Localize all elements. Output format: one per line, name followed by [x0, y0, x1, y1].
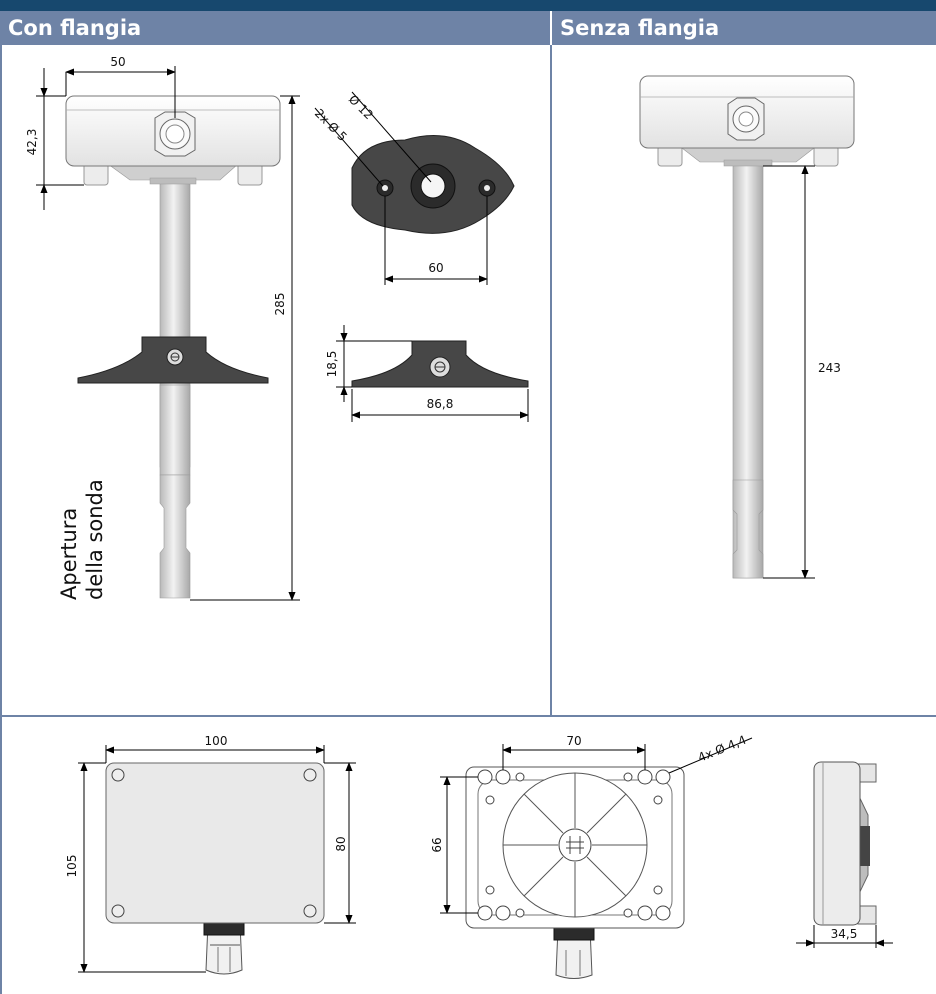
header-without-flange: Senza flangia	[552, 11, 936, 45]
dim-holes-2x-dia5: 2x Ø 5	[312, 106, 350, 144]
housing-rear-view	[465, 766, 685, 979]
dim-holes-4x-dia4-4: 4x Ø 4,4	[696, 733, 748, 765]
dimensions-right	[763, 165, 815, 579]
side-view-dims	[796, 925, 893, 948]
housing-side-view	[813, 761, 877, 926]
dim-hole-spacing-66: 66	[430, 837, 444, 852]
dim-flange-width-86-8: 86,8	[427, 397, 454, 411]
top-title-bar	[0, 0, 936, 11]
dim-width-50: 50	[110, 55, 125, 69]
flange-side-dims	[336, 325, 529, 422]
dim-dia-12: Ø 12	[346, 92, 376, 122]
dim-depth-34-5: 34,5	[831, 927, 858, 941]
probe-opening-label-1: Apertura	[57, 508, 81, 600]
dim-box-height-105: 105	[65, 855, 79, 878]
dim-spacing-60: 60	[428, 261, 443, 275]
dim-box-height-80: 80	[334, 836, 348, 851]
front-view-dims	[78, 745, 356, 973]
probe-opening-label-2: della sonda	[83, 479, 107, 600]
flange-top-dims	[314, 91, 488, 285]
dim-height-42-3: 42,3	[25, 129, 39, 156]
sensor-with-flange	[65, 95, 281, 599]
dim-length-285: 285	[273, 293, 287, 316]
table-grid	[0, 45, 936, 994]
header-with-flange: Con flangia	[0, 11, 550, 45]
dim-flange-height-18-5: 18,5	[325, 351, 339, 378]
sensor-without-flange	[639, 75, 855, 579]
dimensions-left	[36, 66, 300, 601]
dim-box-width-100: 100	[205, 734, 228, 748]
rear-view-dims	[440, 737, 753, 914]
dim-hole-spacing-70: 70	[566, 734, 581, 748]
flange-top-view	[351, 135, 515, 234]
housing-front-view	[105, 762, 325, 975]
flange-side-view	[351, 340, 529, 388]
dim-length-243: 243	[818, 361, 841, 375]
